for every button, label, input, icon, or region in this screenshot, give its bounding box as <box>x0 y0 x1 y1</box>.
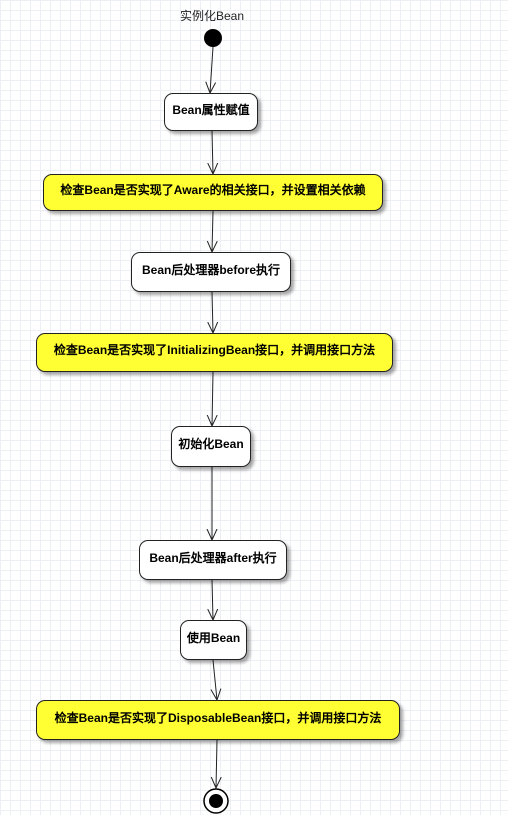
edge-node-8-to-end <box>216 739 217 788</box>
end-node <box>203 788 229 814</box>
start-node <box>204 29 222 47</box>
node-bean-property-assignment: Bean属性赋值 <box>164 93 258 131</box>
diagram-title: 实例化Bean <box>179 9 245 23</box>
node-postprocessor-before: Bean后处理器before执行 <box>131 252 291 292</box>
node-disposablebean-check: 检查Bean是否实现了DisposableBean接口，并调用接口方法 <box>36 700 400 740</box>
edge-node-4-to-node-5 <box>212 371 213 426</box>
node-postprocessor-after: Bean后处理器after执行 <box>139 540 287 580</box>
edge-node-6-to-node-7 <box>212 579 213 620</box>
node-initializingbean-check: 检查Bean是否实现了InitializingBean接口，并调用接口方法 <box>36 333 393 372</box>
edge-start-to-node-1 <box>210 46 213 93</box>
edge-node-1-to-node-2 <box>212 130 213 174</box>
node-use-bean: 使用Bean <box>180 620 247 660</box>
edge-node-3-to-node-4 <box>212 291 213 333</box>
edge-node-7-to-node-8 <box>213 659 217 700</box>
node-aware-check: 检查Bean是否实现了Aware的相关接口，并设置相关依赖 <box>43 174 383 211</box>
node-initialize-bean: 初始化Bean <box>171 426 251 467</box>
edge-node-2-to-node-3 <box>212 210 213 252</box>
